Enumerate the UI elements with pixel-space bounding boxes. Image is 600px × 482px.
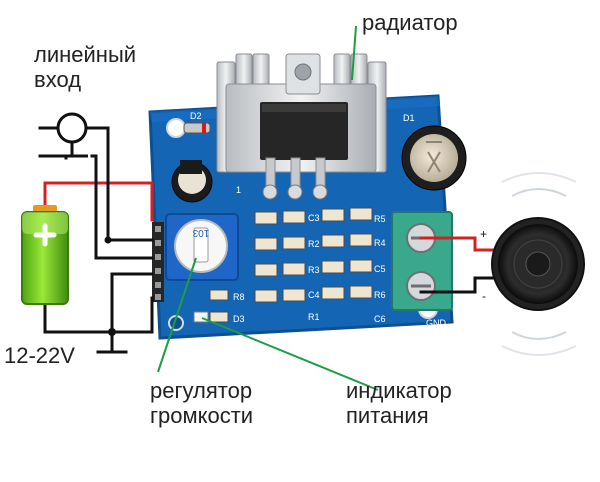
line-input-label-line2: вход xyxy=(34,67,82,92)
ground-junction xyxy=(108,328,116,336)
smd-components xyxy=(209,207,373,323)
power-indicator-label: индикатор питания xyxy=(346,378,452,428)
silk-label: D3 xyxy=(233,314,245,324)
battery-icon xyxy=(21,205,69,305)
supply-voltage-label: 12-22V xyxy=(4,343,75,368)
power-led xyxy=(193,311,209,323)
speaker-positive-mark: + xyxy=(480,227,487,241)
heatsink xyxy=(216,53,387,173)
audio-jack-symbol xyxy=(56,112,112,244)
line-input-label: линейный вход xyxy=(34,42,136,92)
power-indicator-label-line2: питания xyxy=(346,403,429,428)
volume-potentiometer[interactable]: 103 xyxy=(165,213,239,281)
positive-supply-wire xyxy=(43,181,154,222)
speaker-positive-wire xyxy=(419,236,502,252)
silk-label: R5 xyxy=(374,214,386,224)
amplifier-chip-legs xyxy=(262,157,328,200)
large-capacitor xyxy=(401,125,467,191)
annotation-pointers xyxy=(157,25,379,391)
silk-label: 1 xyxy=(236,185,241,195)
power-indicator-label-line1: индикатор xyxy=(346,378,452,403)
silkscreen-labels: D2 D1 C3 R5 R2 R4 R3 C5 C4 R6 R1 C6 R8 D… xyxy=(190,111,447,328)
silk-label: R6 xyxy=(374,290,386,300)
line-input-label-line1: линейный xyxy=(34,42,137,67)
small-capacitor xyxy=(171,160,213,203)
pot-marking: 103 xyxy=(192,227,209,238)
silk-label: R4 xyxy=(374,238,386,248)
header-pins xyxy=(152,222,164,302)
volume-control-label-line2: громкости xyxy=(150,403,254,428)
silk-label: D1 xyxy=(403,113,415,123)
ground-wire-2 xyxy=(110,296,154,334)
led-pointer xyxy=(201,317,379,391)
silk-label: C3 xyxy=(308,213,320,223)
silk-label: C5 xyxy=(374,264,386,274)
volume-control-label-line1: регулятор xyxy=(150,378,253,403)
silk-label: C6 xyxy=(374,314,386,324)
speaker-icon xyxy=(491,172,585,356)
silk-label: R3 xyxy=(308,265,320,275)
line-input-wire-3 xyxy=(90,154,154,260)
silk-label: C4 xyxy=(308,290,320,300)
speaker-negative-wire xyxy=(419,276,502,294)
volume-pointer xyxy=(157,257,197,373)
silk-label: R2 xyxy=(308,239,320,249)
speaker-terminal-block xyxy=(391,211,453,311)
silk-label: R8 xyxy=(233,292,245,302)
silk-label: D2 xyxy=(190,111,202,121)
radiator-pointer xyxy=(351,25,357,81)
diode-d2 xyxy=(183,122,211,134)
radiator-label: радиатор xyxy=(362,10,458,35)
silk-label: GND xyxy=(426,318,447,328)
volume-control-label: регулятор громкости xyxy=(150,378,253,428)
mounting-hole xyxy=(166,118,186,138)
silk-label: R1 xyxy=(308,312,320,322)
speaker-negative-mark: - xyxy=(482,289,486,303)
